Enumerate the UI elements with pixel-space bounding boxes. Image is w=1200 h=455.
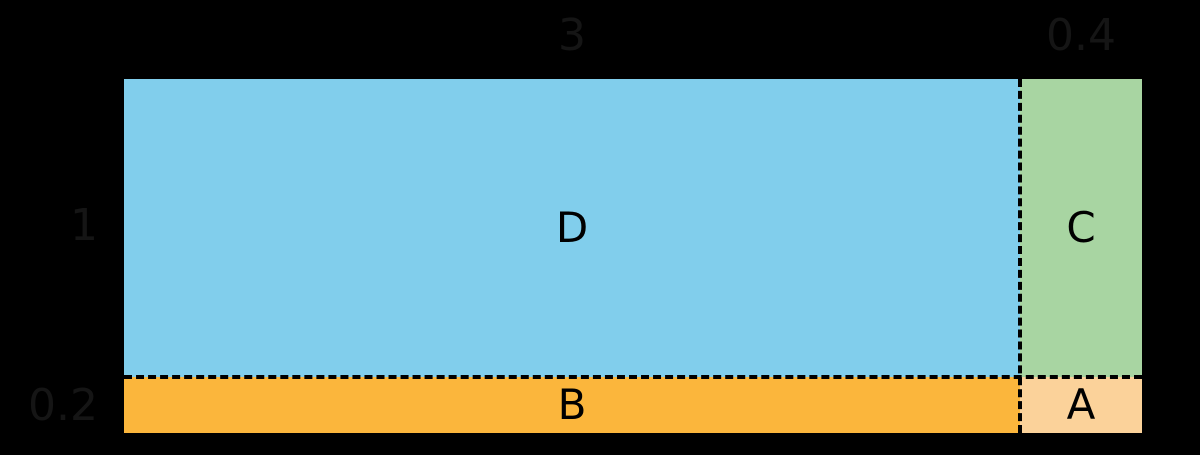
dimension-label-top-narrow: 0.4 bbox=[1046, 10, 1116, 61]
dimension-label-top-wide: 3 bbox=[558, 10, 586, 61]
region-a: A bbox=[1020, 377, 1142, 433]
area-grid: D C B A bbox=[124, 79, 1142, 433]
dimension-label-left-short: 0.2 bbox=[28, 380, 98, 431]
region-b: B bbox=[124, 377, 1020, 433]
region-d: D bbox=[124, 79, 1020, 377]
region-c: C bbox=[1020, 79, 1142, 377]
dimension-label-left-tall: 1 bbox=[70, 200, 98, 251]
